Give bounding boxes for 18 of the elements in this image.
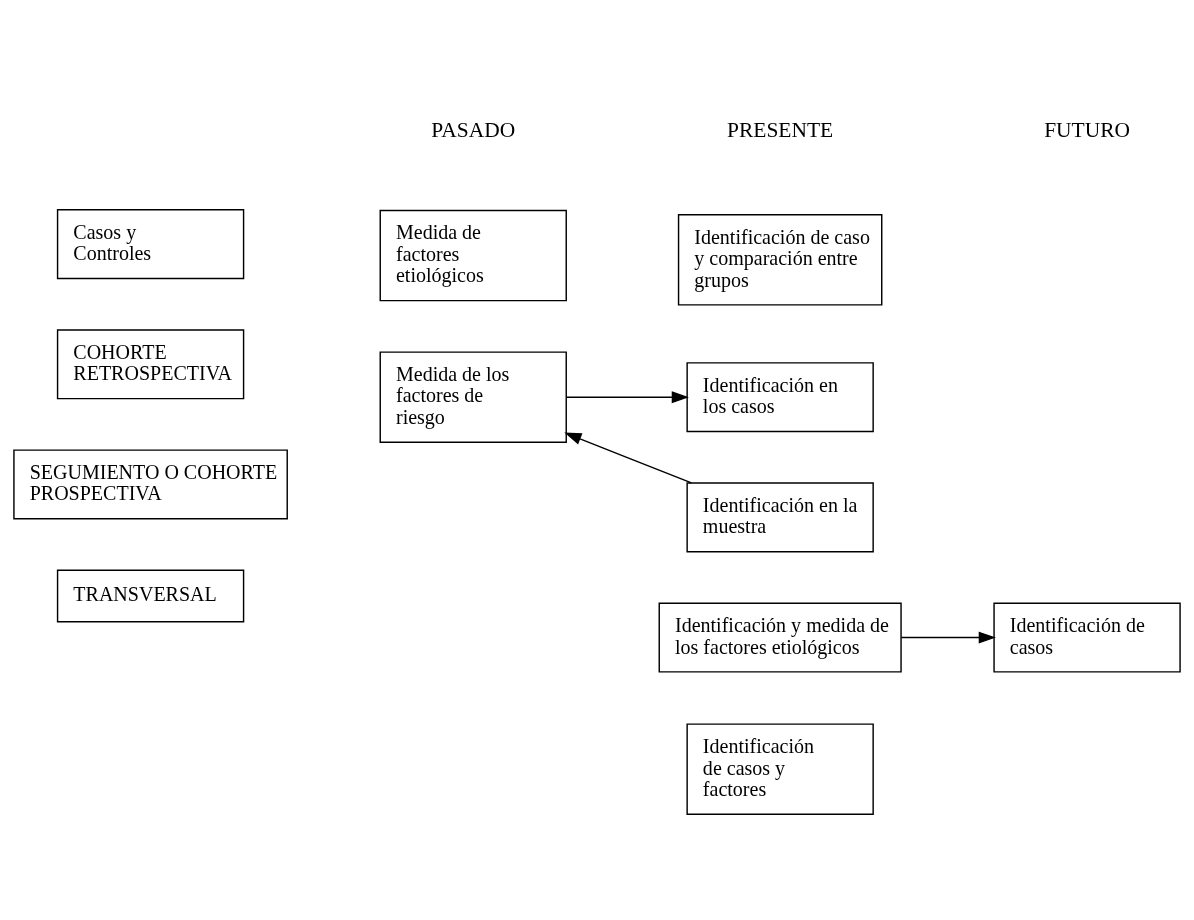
arrow <box>900 631 996 644</box>
label: PRESENTE <box>727 117 834 142</box>
node-box: Identificación de caso y comparación entre grupos <box>677 213 883 306</box>
node-box: Identificación en la muestra <box>686 481 874 552</box>
label: FUTURO <box>1044 117 1130 142</box>
label: PASADO <box>431 117 516 142</box>
node-box: Medida de factores etiológicos <box>379 209 567 301</box>
node-box: Medida de los factores de riesgo <box>379 350 567 443</box>
node-box: Identificación de casos y factores <box>686 722 874 815</box>
node-box: Casos y Controles <box>56 208 245 279</box>
arrow <box>564 432 693 484</box>
node-box: Identificación y medida de los factores etiológicos <box>658 602 902 673</box>
node-box: SEGUMIENTO O COHORTE PROSPECTIVA <box>13 448 288 520</box>
node-box: COHORTE RETROSPECTIVA <box>56 328 245 399</box>
node-box: Identificación de casos <box>993 602 1181 673</box>
arrow <box>565 390 689 403</box>
node-box: Identificación en los casos <box>686 361 874 432</box>
node-box: TRANSVERSAL <box>56 569 245 623</box>
